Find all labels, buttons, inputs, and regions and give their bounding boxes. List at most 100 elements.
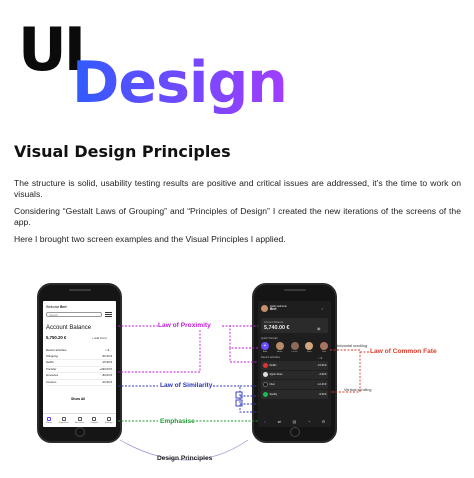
tab-home[interactable]: ⌂ xyxy=(263,419,267,424)
item-name: Netflix xyxy=(269,363,277,367)
filter-search-icons[interactable]: ⌕ ≣ xyxy=(318,356,323,360)
list-item[interactable]: Transfer +230.00 € xyxy=(46,366,112,374)
add-contact-icon: + xyxy=(261,342,269,350)
welcome-text: Hello welcome Bert xyxy=(270,305,287,312)
activity-list: Netflix -15.99 € Apple Store-4.99 € Uber -… xyxy=(261,361,328,400)
item-name: Shopping xyxy=(46,354,58,358)
welcome-name: Bert xyxy=(270,307,277,312)
merchant-logo-icon xyxy=(262,391,268,397)
merchant-logo-icon xyxy=(262,382,268,388)
law-of-proximity-label: Law of Proximity xyxy=(158,322,211,329)
merchant-logo-icon xyxy=(262,372,268,378)
contact-avatar xyxy=(320,342,328,350)
item-amount: -15.99 € xyxy=(317,363,327,367)
tab-settings[interactable]: Settings xyxy=(105,417,113,424)
activity-list: Shopping -56.20 € Netflix -15.99 € Transfe… xyxy=(46,354,112,387)
welcome-prefix: Welcome xyxy=(46,305,61,309)
bottom-tab-bar: ⌂ ⇄ ▤ ◔ ⚙ xyxy=(258,416,331,427)
vertical-scrolling-label: Vertical scrolling xyxy=(344,388,372,392)
recent-activities-title: Recent activities xyxy=(261,356,280,359)
paragraph-intro: The structure is solid, usability testin… xyxy=(14,178,461,199)
payments-icon xyxy=(61,417,66,421)
quick-transfer-item[interactable]: +Add xyxy=(261,342,269,353)
item-amount: -26.90 € xyxy=(101,379,112,384)
list-item[interactable]: Netflix -15.99 € xyxy=(261,361,328,370)
tab-accounts[interactable]: Accounts xyxy=(75,417,84,424)
contact-name: Add xyxy=(263,351,267,353)
contact-name: Anna xyxy=(277,351,283,353)
tab-label: Insights xyxy=(90,422,99,424)
welcome-name: Bert xyxy=(60,305,67,309)
balance-label: Account Balance xyxy=(264,321,284,324)
notification-bell-icon[interactable]: ♪ xyxy=(321,306,323,311)
welcome-text: Welcome Bert xyxy=(46,305,67,309)
merchant-logo-icon xyxy=(262,362,268,368)
similarity-connector xyxy=(118,385,258,413)
tab-settings[interactable]: ⚙ xyxy=(321,419,326,424)
balance-value: 5,750.20 € xyxy=(46,335,67,340)
law-of-common-fate-label: Law of Common Fate xyxy=(370,348,437,355)
section-title: Visual Design Principles xyxy=(14,142,231,161)
quick-transfer-item[interactable]: Tom xyxy=(320,342,328,353)
tab-insights[interactable]: Insights xyxy=(90,417,99,424)
list-item[interactable]: Netflix -15.99 € xyxy=(46,360,112,367)
phone-home-button xyxy=(290,427,300,437)
tab-payments[interactable]: Payments xyxy=(58,417,69,424)
home-icon xyxy=(47,417,52,421)
show-all-button[interactable]: Show All xyxy=(71,397,86,401)
hamburger-menu-icon[interactable] xyxy=(105,312,112,317)
phone-speaker xyxy=(284,289,306,291)
list-item[interactable]: Spotify-9.99 € xyxy=(261,390,328,399)
eye-icon[interactable]: ◉ xyxy=(317,326,321,331)
contact-name: Lucas xyxy=(291,351,298,353)
hero-design-title: Design xyxy=(72,50,288,116)
list-item[interactable]: Groceries-80.00 € xyxy=(46,373,112,380)
recent-activities-title: Recent activities xyxy=(46,348,67,352)
item-name: Groceries xyxy=(46,373,59,378)
item-amount: +230.00 € xyxy=(99,366,112,371)
balance-value: 5,740.00 € xyxy=(264,325,290,331)
search-input[interactable]: Search xyxy=(46,312,102,317)
avatar[interactable] xyxy=(261,305,268,312)
balance-label: Account Balance xyxy=(46,325,92,331)
tab-label: Home xyxy=(46,422,53,424)
quick-transfer-item[interactable]: Lucas xyxy=(290,342,299,353)
tab-label: Payments xyxy=(58,422,69,424)
item-amount: -9.99 € xyxy=(318,392,327,396)
tab-home[interactable]: Home xyxy=(46,417,52,424)
item-name: Transfer xyxy=(46,366,57,371)
list-item[interactable]: Amazon -26.90 € xyxy=(46,379,112,387)
item-name: Netflix xyxy=(46,360,54,365)
settings-icon xyxy=(106,417,111,421)
proximity-connector xyxy=(118,325,258,373)
item-amount: -4.99 € xyxy=(318,373,327,377)
emphasise-label: Emphasise xyxy=(160,418,195,425)
item-amount: -15.99 € xyxy=(101,360,112,365)
design-principles-label: Design Principles xyxy=(157,455,213,462)
accounts-icon xyxy=(77,417,82,421)
tab-insights[interactable]: ◔ xyxy=(307,419,311,424)
law-of-similarity-label: Law of Similarity xyxy=(160,382,213,389)
tab-transfer[interactable]: ⇄ xyxy=(277,419,281,424)
tab-label: Settings xyxy=(104,422,113,424)
welcome-label: Hello welcome xyxy=(270,305,287,308)
dark-screen: Hello welcome Bert ♪ Account Balance 5,7… xyxy=(258,301,331,427)
phone-home-button xyxy=(75,427,85,437)
hero-ui-title: UI xyxy=(18,15,86,85)
list-item[interactable]: Shopping -56.20 € xyxy=(46,354,112,361)
contact-avatar xyxy=(305,342,314,350)
item-amount: -12.40 € xyxy=(317,383,327,387)
filter-search-icons[interactable]: ⌕ ≣ xyxy=(105,348,110,352)
item-amount: -56.20 € xyxy=(101,354,112,358)
add-fund-button[interactable]: + Add Fund xyxy=(92,336,107,340)
quick-transfer-item[interactable]: Sara xyxy=(305,342,314,353)
list-item[interactable]: Apple Store-4.99 € xyxy=(261,370,328,380)
item-name: Uber xyxy=(269,383,275,387)
tab-cards[interactable]: ▤ xyxy=(292,419,297,424)
phone-speaker xyxy=(69,289,91,291)
item-name: Amazon xyxy=(46,379,57,384)
quick-transfer-item[interactable]: Anna xyxy=(275,342,284,353)
list-item[interactable]: Uber -12.40 € xyxy=(261,380,328,389)
horizontal-scrolling-label: Horizontal scrolling xyxy=(335,344,368,348)
paragraph-gestalt: Considering “Gestalt Laws of Grouping” a… xyxy=(14,206,461,227)
